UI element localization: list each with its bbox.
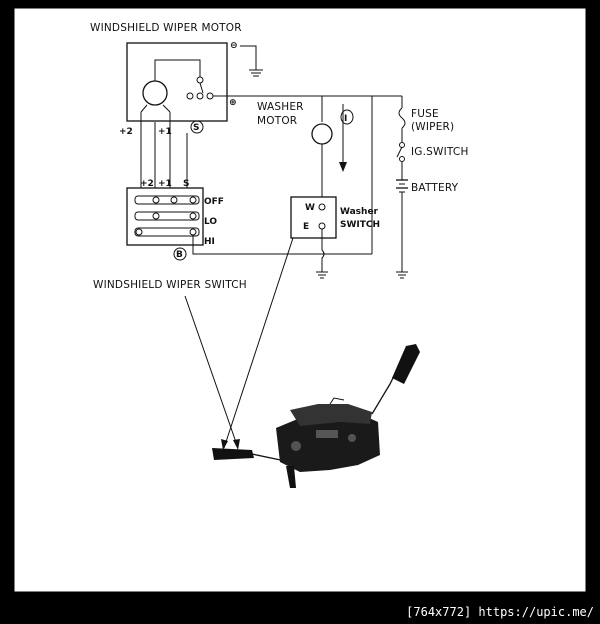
position-hi: HI [204, 237, 215, 247]
watermark-text: [764x772] https://upic.me/ [406, 605, 594, 619]
washer-stalk-knob [212, 448, 254, 460]
washer-terminal-e: E [303, 222, 309, 232]
b-terminal-wire [192, 236, 372, 255]
combination-switch-illustration [212, 344, 420, 488]
position-off: OFF [204, 197, 224, 207]
plus-terminal-symbol: ⊕ [229, 98, 237, 108]
ground-icon [249, 69, 263, 77]
washer-current-mark [340, 109, 354, 125]
wiper-switch-label: WINDSHIELD WIPER SWITCH [93, 279, 247, 291]
battery-ground-icon [396, 271, 408, 279]
wiper-circuit-diagram: WINDSHIELD WIPER MOTOR ⊖ ⊕ S +2 +1 +2 +1… [13, 7, 587, 593]
motor-brush-leads [140, 104, 171, 113]
wiper-switch-block [126, 187, 204, 246]
washer-motor-mark: I [344, 114, 347, 124]
ground-lead [240, 45, 257, 70]
switch-terminal-plus2: +2 [140, 179, 154, 189]
battery-label: BATTERY [411, 182, 459, 194]
leader-line-2 [223, 237, 294, 449]
motor-internal-wire [154, 59, 201, 81]
fuse-icon [398, 107, 406, 129]
fuse-label-1: FUSE [411, 108, 439, 120]
terminal-b: B [176, 250, 183, 260]
current-arrow-head [339, 162, 347, 172]
switch-terminal-plus1: +1 [158, 179, 172, 189]
switch-terminal-s: S [183, 179, 189, 189]
motor-title: WINDSHIELD WIPER MOTOR [90, 22, 242, 34]
wiper-stalk-knob [392, 344, 420, 384]
washer-switch-label-2: SWITCH [340, 220, 380, 230]
motor-terminal-plus2: +2 [119, 127, 133, 137]
b-terminal-circle [173, 247, 187, 261]
washer-terminal-w: W [305, 203, 315, 213]
cam-contact-1 [186, 92, 194, 100]
washer-ground-lead [321, 229, 325, 272]
ig-switch-contact-2 [399, 156, 405, 162]
ig-switch-label: IG.SWITCH [411, 146, 469, 158]
switch-top-plate [290, 404, 372, 426]
watermark-bar: [764x772] https://upic.me/ [0, 603, 600, 624]
motor-terminal-plus1: +1 [158, 127, 172, 137]
switch-body [276, 414, 380, 472]
off-contact-bar [134, 195, 200, 205]
hi-contact-bar [134, 227, 200, 237]
washer-switch-label-1: Washer [340, 207, 379, 217]
lo-contact-bar [134, 211, 200, 221]
leader-line-1 [184, 295, 239, 449]
washer-contact-w [318, 203, 326, 211]
paper-sheet [13, 7, 587, 593]
switch-pin [329, 397, 345, 405]
cam-switch-arm [199, 82, 204, 94]
washer-switch-box [290, 196, 337, 239]
washer-motor-label-1: WASHER [257, 101, 304, 113]
motor-terminal-s: S [193, 123, 199, 133]
washer-ground-icon [316, 271, 328, 279]
wiper-motor-box [126, 42, 228, 122]
washer-motor-label-2: MOTOR [257, 115, 297, 127]
position-lo: LO [204, 217, 217, 227]
switch-bracket [286, 466, 296, 488]
minus-terminal-symbol: ⊖ [230, 41, 238, 51]
image-frame: WINDSHIELD WIPER MOTOR ⊖ ⊕ S +2 +1 +2 +1… [13, 7, 587, 593]
cam-contact-2 [196, 92, 204, 100]
s-terminal-circle [190, 120, 204, 134]
fuse-label-2: (WIPER) [411, 121, 454, 133]
ig-switch-blade [396, 146, 403, 158]
